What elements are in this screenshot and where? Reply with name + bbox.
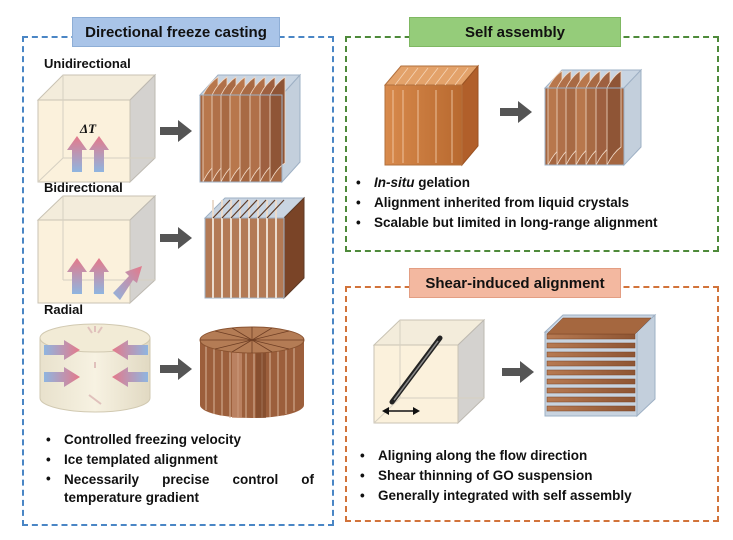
freeze-casting-bullets: Controlled freezing velocity Ice templat… (44, 430, 314, 507)
self-bullet-1-rest: gelation (414, 175, 471, 190)
arrow-self (500, 101, 532, 123)
self-assembly-bullets: In-situ gelation Alignment inherited fro… (354, 173, 714, 233)
self-assembly-title: Self assembly (409, 17, 621, 47)
self-bullet-1-italic: In-situ (374, 175, 415, 190)
delta-t-label: ΔT (79, 121, 97, 136)
arrow-bi (160, 227, 192, 249)
bidirectional-label: Bidirectional (44, 180, 123, 195)
self-bullet-2: Alignment inherited from liquid crystals (354, 193, 714, 213)
radial-cylinder (39, 323, 151, 413)
shear-alignment-title: Shear-induced alignment (409, 268, 621, 298)
shear-bullet-3: Generally integrated with self assembly (358, 486, 708, 506)
arrow-radial (160, 358, 192, 380)
radial-result (199, 326, 305, 418)
unidirectional-cube: ΔT (36, 73, 157, 184)
freeze-bullet-3: Necessarily precise control of temperatu… (44, 470, 314, 507)
freeze-bullet-2: Ice templated alignment (44, 450, 314, 470)
unidirectional-result (198, 73, 302, 184)
freeze-casting-title: Directional freeze casting (72, 17, 280, 47)
self-bullet-1: In-situ gelation (354, 173, 714, 193)
shear-bullet-2: Shear thinning of GO suspension (358, 466, 708, 486)
radial-label: Radial (44, 302, 84, 317)
self-assembly-result (543, 68, 643, 167)
self-bullet-3: Scalable but limited in long-range align… (354, 213, 714, 233)
shear-alignment-bullets: Aligning along the flow direction Shear … (358, 446, 708, 506)
bidirectional-cube (36, 194, 157, 305)
arrow-uni (160, 120, 192, 142)
shear-cube (372, 318, 486, 425)
shear-result (543, 313, 657, 418)
bidirectional-result (203, 196, 306, 300)
freeze-bullet-1: Controlled freezing velocity (44, 430, 314, 450)
unidirectional-label: Unidirectional (44, 56, 131, 71)
self-assembly-gel (383, 64, 480, 167)
shear-bullet-1: Aligning along the flow direction (358, 446, 708, 466)
arrow-shear (502, 361, 534, 383)
